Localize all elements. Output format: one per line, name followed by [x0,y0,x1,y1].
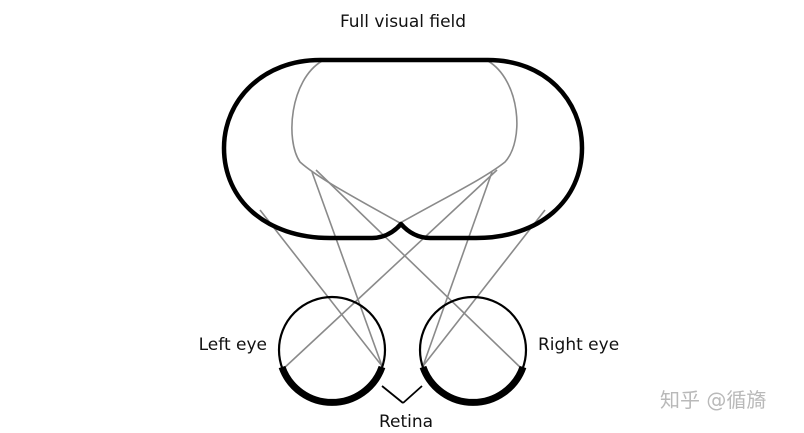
right-eye [418,295,528,406]
ray-right-outer [422,209,546,367]
left-eye-label: Left eye [199,335,267,355]
monocular-fields [291,60,518,224]
retina-pointer-left [381,385,404,404]
watermark-text: 知乎 @循旖 [660,388,766,412]
ray-right-cross [315,169,524,371]
left-eye-retina [278,365,386,406]
ray-left-inner [311,171,383,367]
retina-label: Retina [379,412,433,432]
full-visual-field-outline [221,57,585,241]
ray-right-inner [422,171,493,367]
light-rays [259,169,546,371]
ray-left-cross [281,169,498,371]
right-eye-field-outline [399,60,518,224]
right-eye-retina [419,365,527,406]
ray-left-outer [259,209,383,367]
retina-pointer-right [402,385,423,404]
retina-pointer [381,385,423,404]
right-eye-label: Right eye [538,335,619,355]
left-eye-field-outline [291,60,401,224]
title-label: Full visual field [340,12,466,32]
left-eye [277,295,387,406]
